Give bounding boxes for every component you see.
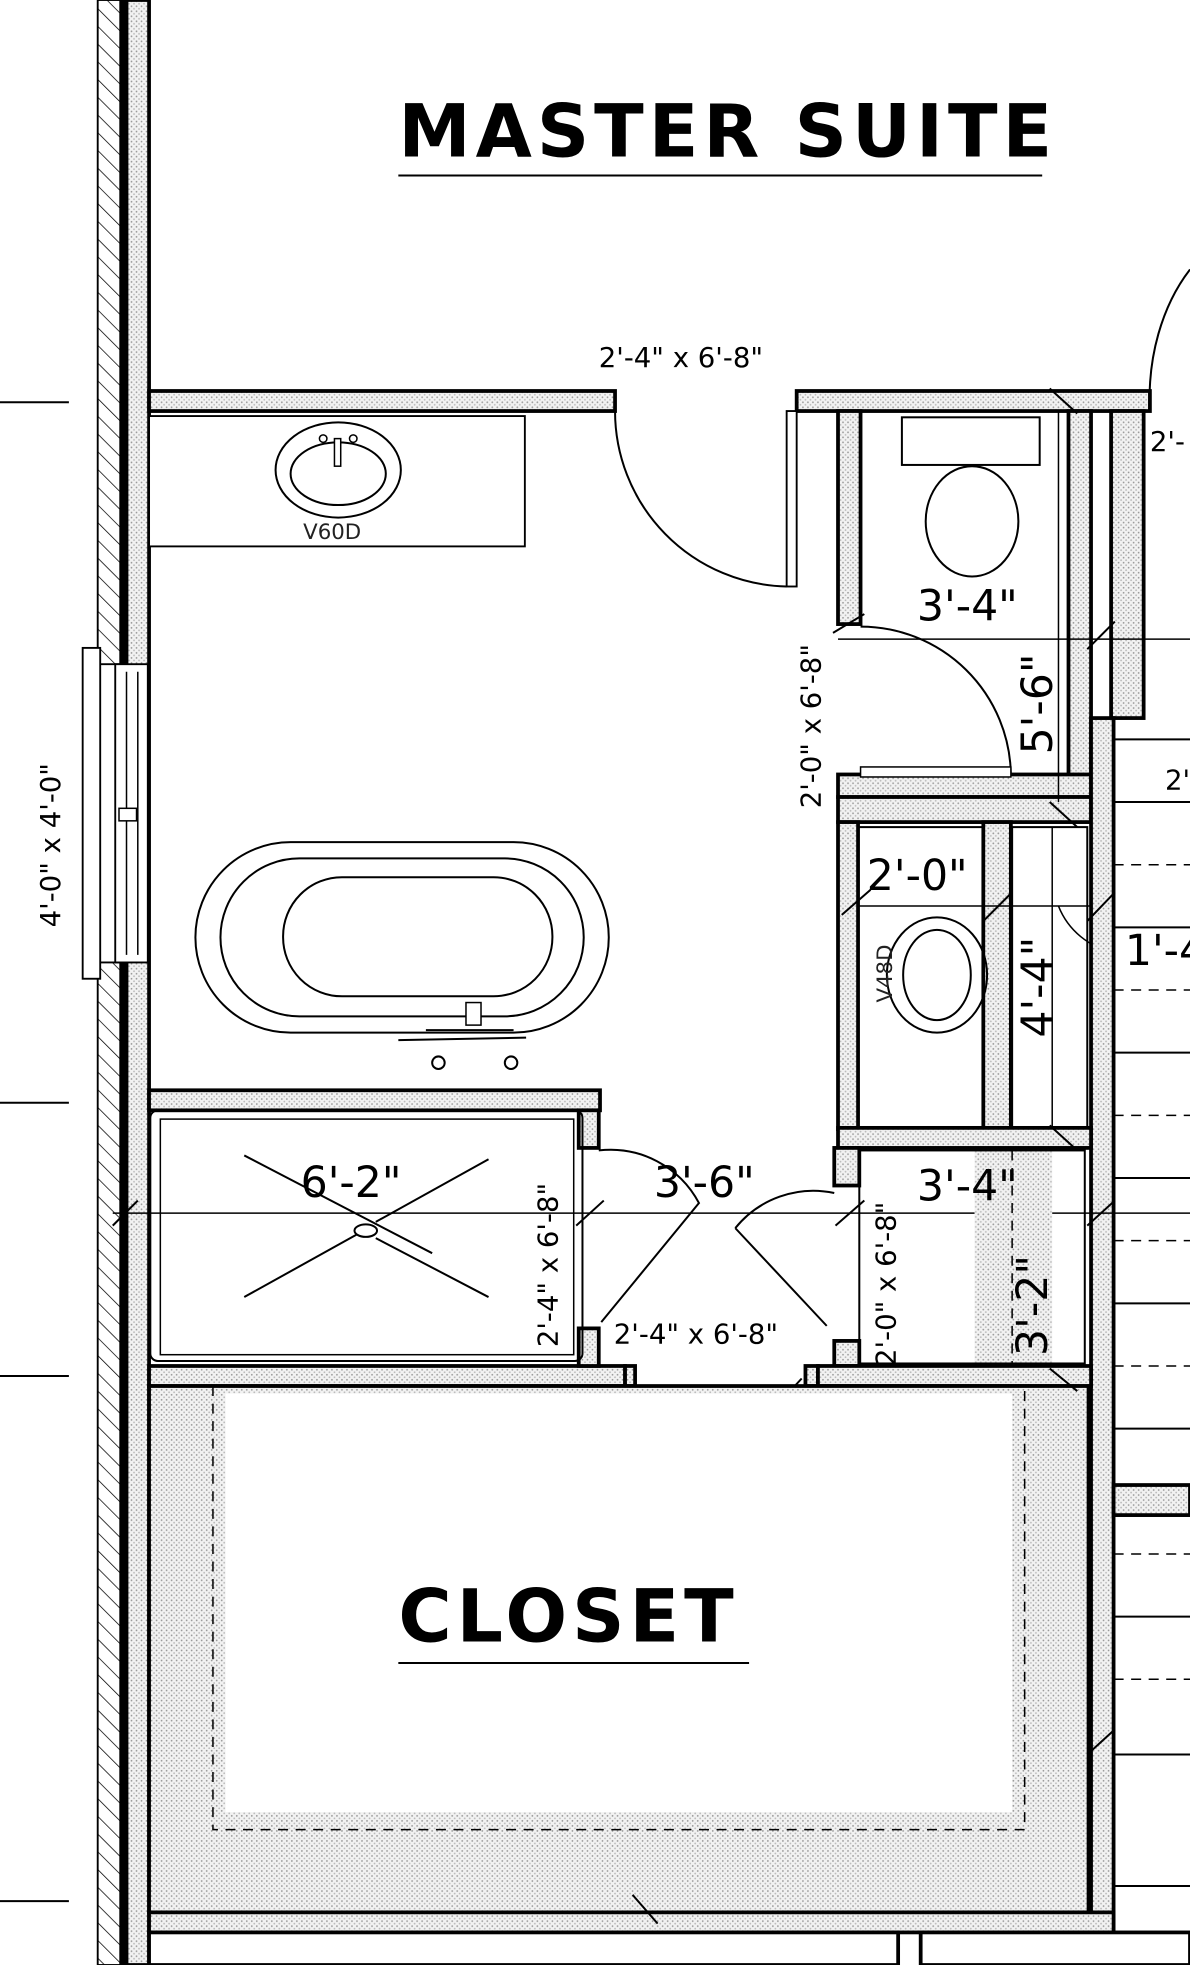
dimension-ticks (112, 387, 1116, 1925)
leader-lines-left (0, 401, 69, 1903)
dim-vanity-wc-width: 2'-0" (867, 851, 968, 901)
dim-linen-right: 1'-4 (1125, 926, 1190, 976)
dim-linen-depth: 4'-4" (1013, 937, 1063, 1038)
dim-wc-width: 3'-4" (917, 581, 1018, 631)
vanity-wc-tag: V48D (873, 945, 898, 1003)
closet (147, 1384, 1190, 1965)
door-master-entry (614, 410, 798, 588)
dim-lower-room-depth: 3'-2" (1008, 1255, 1058, 1356)
vanity-main (148, 415, 526, 548)
door-label-closet: 2'-4" x 6'-8" (614, 1318, 778, 1350)
room-title-master-suite: MASTER SUITE (398, 91, 1057, 175)
room-title-closet: CLOSET (398, 1576, 738, 1660)
dim-lower-room-width: 3'-4" (917, 1162, 1018, 1212)
exterior-wall-left (96, 0, 151, 1965)
wc-room (836, 409, 1190, 824)
door-label-wc: 2'-0" x 6'-8" (795, 644, 827, 808)
door-label-shower: 2'-4" x 6'-8" (532, 1183, 564, 1347)
door-label-lower-wc: 2'-0" x 6'-8" (871, 1202, 903, 1366)
dim-shower-width: 6'-2" (301, 1158, 402, 1208)
dim-stair: 2' (1165, 765, 1190, 797)
stairs-right (1089, 716, 1190, 1965)
vanity-wc-area (836, 820, 1115, 1132)
door-label-master-entry: 2'-4" x 6'-8" (599, 342, 763, 374)
lower-room (816, 1125, 1093, 1388)
door-right-edge (1148, 268, 1190, 412)
bath-top-wall (147, 389, 1152, 413)
window-left (81, 646, 149, 980)
door-label-right-edge: 2'- (1150, 426, 1185, 458)
vanity-main-tag: V60D (303, 520, 361, 545)
dim-wc-depth: 5'-6" (1013, 654, 1063, 755)
dim-hall-width: 3'-6" (654, 1158, 755, 1208)
bathtub (194, 841, 610, 1070)
window-dimension-label: 4'-0" x 4'-0" (35, 763, 67, 927)
shower (112, 1088, 1190, 1388)
